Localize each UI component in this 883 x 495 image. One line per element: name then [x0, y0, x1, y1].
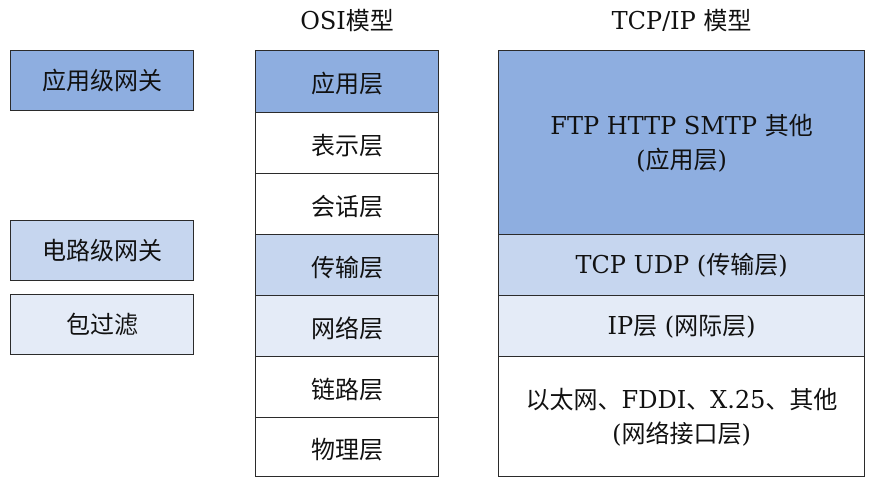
tcpip-model-heading: TCP/IP 模型 [611, 7, 752, 35]
osi-layer-label: 网络层 [311, 314, 383, 343]
osi-layer-network: 网络层 [256, 295, 438, 356]
tcpip-layer-transport: TCP UDP (传输层) [499, 234, 864, 295]
osi-layer-label: 会话层 [311, 192, 383, 221]
osi-layer-label: 表示层 [311, 131, 383, 160]
circuit-gateway-label: 电路级网关 [42, 236, 162, 265]
osi-layer-application: 应用层 [256, 51, 438, 112]
application-gateway-box: 应用级网关 [10, 50, 194, 111]
tcpip-layer-line2: (网络接口层) [612, 419, 751, 448]
tcpip-layer-line1: IP层 (网际层) [607, 312, 756, 340]
osi-layer-physical: 物理层 [256, 417, 438, 476]
circuit-gateway-box: 电路级网关 [10, 220, 194, 281]
application-gateway-label: 应用级网关 [42, 66, 162, 95]
osi-layer-presentation: 表示层 [256, 112, 438, 173]
osi-model-heading: OSI模型 [300, 7, 394, 35]
tcpip-layer-application: FTP HTTP SMTP 其他 (应用层) [499, 51, 864, 234]
osi-layer-datalink: 链路层 [256, 356, 438, 417]
tcpip-layer-internet: IP层 (网际层) [499, 295, 864, 356]
tcpip-layer-line1: 以太网、FDDI、X.25、其他 [525, 385, 838, 414]
tcpip-layer-network-interface: 以太网、FDDI、X.25、其他 (网络接口层) [499, 356, 864, 476]
tcpip-layer-line1: TCP UDP (传输层) [575, 251, 788, 279]
osi-layer-label: 物理层 [311, 435, 383, 464]
osi-layer-transport: 传输层 [256, 234, 438, 295]
osi-layer-label: 传输层 [311, 253, 383, 282]
osi-layer-session: 会话层 [256, 173, 438, 234]
tcpip-model-stack: FTP HTTP SMTP 其他 (应用层) TCP UDP (传输层) IP层… [498, 50, 865, 477]
osi-layer-label: 应用层 [311, 70, 383, 98]
packet-filter-box: 包过滤 [10, 294, 194, 355]
tcpip-layer-line1: FTP HTTP SMTP 其他 [550, 111, 813, 140]
osi-model-stack: 应用层 表示层 会话层 传输层 网络层 链路层 物理层 [255, 50, 439, 477]
osi-layer-label: 链路层 [311, 375, 383, 404]
tcpip-layer-line2: (应用层) [636, 145, 727, 174]
packet-filter-label: 包过滤 [66, 310, 138, 339]
